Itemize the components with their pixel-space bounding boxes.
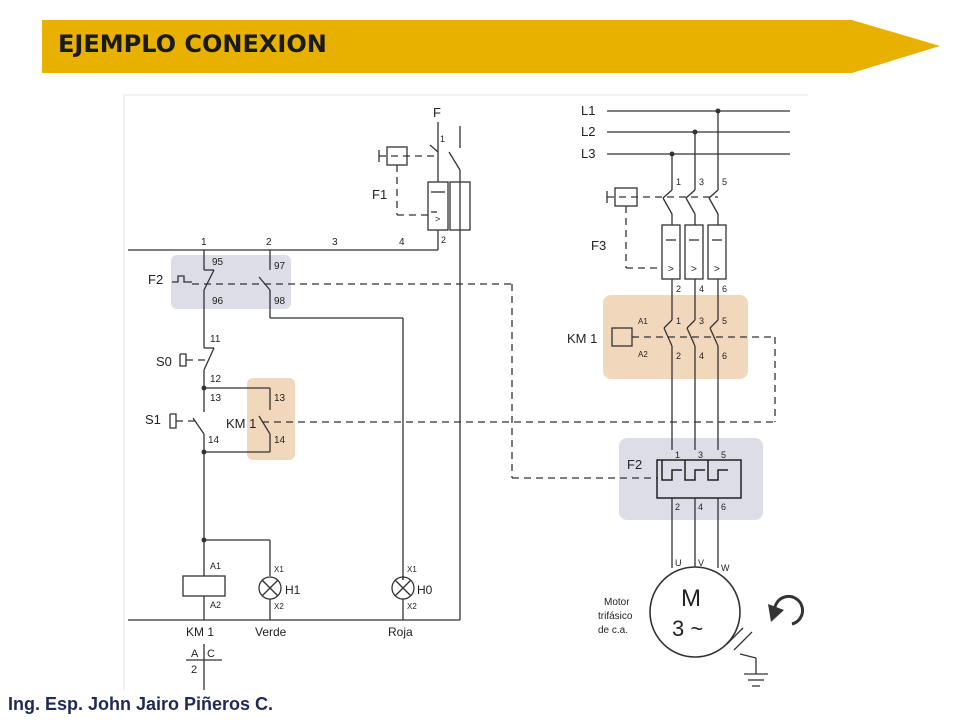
start-term-13: 13 xyxy=(210,393,222,404)
relay-top-3: 3 xyxy=(698,450,703,460)
motor-terminal-w: W xyxy=(721,563,730,573)
contactor-bottom-4: 4 xyxy=(699,351,704,361)
bus-terminal-3: 3 xyxy=(332,237,338,248)
start-button-label: S1 xyxy=(145,412,161,427)
red-lamp-x1: X1 xyxy=(407,565,417,574)
hold-term-13: 13 xyxy=(274,393,286,404)
breaker-f3-bottom-4: 4 xyxy=(699,284,704,294)
overload-nc-out: 96 xyxy=(212,296,224,307)
overload-contact-highlight xyxy=(171,255,291,309)
relay-top-5: 5 xyxy=(721,450,726,460)
contactor-coil xyxy=(182,575,226,597)
contactor-top-3: 3 xyxy=(699,316,704,326)
contactor-top-5: 5 xyxy=(722,316,727,326)
stop-term-12: 12 xyxy=(210,374,222,385)
red-lamp-caption: Roja xyxy=(388,625,413,639)
bus-terminal-1: 1 xyxy=(201,237,207,248)
red-lamp-x2: X2 xyxy=(407,602,417,611)
relay-bottom-6: 6 xyxy=(721,502,726,512)
svg-text:>: > xyxy=(435,214,440,224)
overload-nc-in: 95 xyxy=(212,257,224,268)
relay-bottom-2: 2 xyxy=(675,502,680,512)
overload-relay-highlight xyxy=(619,438,763,520)
footer-credit: Ing. Esp. John Jairo Piñeros C. xyxy=(8,694,274,714)
breaker-f3-bottom-2: 2 xyxy=(676,284,681,294)
stop-button-label: S0 xyxy=(156,354,172,369)
hold-term-14: 14 xyxy=(274,435,286,446)
svg-text:>: > xyxy=(668,264,674,275)
overload-no-out: 98 xyxy=(274,296,286,307)
breaker-f3-label: F3 xyxy=(591,238,606,253)
overload-no-in: 97 xyxy=(274,261,286,272)
power-circuit: L1 L2 L3 1 3 5 F3 > > xyxy=(567,103,805,687)
green-lamp-x2: X2 xyxy=(274,602,284,611)
phase-l2-label: L2 xyxy=(581,124,595,139)
green-lamp-x1: X1 xyxy=(274,565,284,574)
contactor-coil-a1: A1 xyxy=(638,317,648,326)
breaker-f3-top-1: 1 xyxy=(676,177,681,187)
motor-caption-line-2: trifásico xyxy=(598,611,633,622)
hold-contact-label: KM 1 xyxy=(226,416,256,431)
contactor-label: KM 1 xyxy=(567,331,597,346)
thermal-relay xyxy=(656,459,742,499)
coil-term-a1: A1 xyxy=(210,561,221,571)
contactor-coil-a2: A2 xyxy=(638,350,648,359)
breaker-f1-label: F1 xyxy=(372,187,387,202)
motor-caption-line-1: Motor xyxy=(604,597,630,608)
svg-text:>: > xyxy=(691,264,697,275)
motor-symbol xyxy=(649,566,741,658)
coil-term-a2: A2 xyxy=(210,600,221,610)
contact-table-value-a: 2 xyxy=(191,664,197,676)
relay-label: F2 xyxy=(627,457,642,472)
red-lamp-label: H0 xyxy=(417,583,433,597)
coil-label: KM 1 xyxy=(186,625,214,639)
bus-terminal-2: 2 xyxy=(266,237,272,248)
control-circuit: F 1 F1 > 2 1 2 3 4 F2 95 96 xyxy=(128,105,775,690)
bus-terminal-4: 4 xyxy=(399,237,405,248)
breaker-f3-top-3: 3 xyxy=(699,177,704,187)
contactor-highlight xyxy=(603,295,748,379)
stop-term-11: 11 xyxy=(210,334,221,345)
motor-caption-line-3: de c.a. xyxy=(598,625,628,636)
motor-terminal-u: U xyxy=(675,558,682,568)
contactor-top-1: 1 xyxy=(676,316,681,326)
breaker-f1-terminal: 2 xyxy=(441,235,446,245)
hold-contact-highlight xyxy=(247,378,295,460)
phase-l1-label: L1 xyxy=(581,103,595,118)
rotation-arrow-icon xyxy=(773,595,805,626)
motor-letter: M xyxy=(681,585,701,612)
fuse-terminal: 1 xyxy=(440,134,445,144)
breaker-f3-bottom-6: 6 xyxy=(722,284,727,294)
motor-phases: 3 ~ xyxy=(672,616,703,641)
overload-f2-label: F2 xyxy=(148,272,163,287)
green-lamp-label: H1 xyxy=(285,583,301,597)
contact-table-header-c: C xyxy=(207,648,215,660)
contactor-bottom-6: 6 xyxy=(722,351,727,361)
svg-text:>: > xyxy=(714,264,720,275)
contactor-bottom-2: 2 xyxy=(676,351,681,361)
slide-title: EJEMPLO CONEXION xyxy=(58,30,327,58)
start-term-14: 14 xyxy=(208,435,220,446)
relay-bottom-4: 4 xyxy=(698,502,703,512)
motor-terminal-v: V xyxy=(698,558,704,568)
title-banner xyxy=(42,20,940,73)
green-lamp-caption: Verde xyxy=(255,625,287,639)
fuse-label: F xyxy=(433,105,441,120)
breaker-f3-top-5: 5 xyxy=(722,177,727,187)
relay-top-1: 1 xyxy=(675,450,680,460)
contact-table-header-a: A xyxy=(191,648,199,660)
phase-l3-label: L3 xyxy=(581,146,595,161)
